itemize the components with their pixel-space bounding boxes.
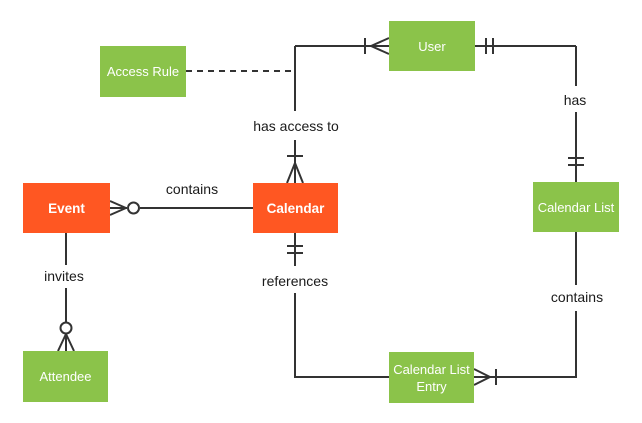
entry-right-crowfoot-icon xyxy=(473,368,491,386)
entity-label: Attendee xyxy=(39,369,92,384)
relationship-label-references-4: references xyxy=(261,273,329,289)
calendar-bottom-double-tick-icon xyxy=(287,245,303,254)
attendee-crowfoot-icon xyxy=(57,333,75,352)
entity-calendar-list-entry[interactable]: Calendar List Entry xyxy=(389,352,474,403)
entity-label: Calendar List xyxy=(537,199,615,215)
calendar-top-crowfoot-icon xyxy=(286,162,304,184)
relationship-label-has-2: has xyxy=(563,92,587,108)
event-crowfoot-icon xyxy=(109,200,127,216)
user-left-crowfoot-icon xyxy=(370,37,390,55)
entity-label: Event xyxy=(48,200,85,216)
entity-event[interactable]: Event xyxy=(23,183,110,233)
calendarlist-top-double-tick-icon xyxy=(568,157,584,166)
entity-calendar-list[interactable]: Calendar List xyxy=(533,182,619,232)
contains-line-lower xyxy=(474,311,577,378)
entity-access-rule[interactable]: Access Rule xyxy=(100,46,186,97)
entity-calendar[interactable]: Calendar xyxy=(253,183,338,233)
entity-user[interactable]: User xyxy=(389,21,475,71)
references-line-lower xyxy=(294,293,389,378)
relationship-label-has-access-to-1: has access to xyxy=(253,118,339,134)
entity-label: Access Rule xyxy=(106,64,180,79)
entity-label: Calendar List Entry xyxy=(393,361,470,394)
relationship-label-contains-3: contains xyxy=(550,289,604,305)
event-zero-circle-icon xyxy=(127,201,140,215)
user-right-double-tick-icon xyxy=(485,38,494,54)
entity-label: User xyxy=(418,38,446,54)
relationship-label-contains-0: contains xyxy=(165,181,219,197)
entity-label: Calendar xyxy=(266,200,325,216)
relationship-label-invites-5: invites xyxy=(44,268,84,284)
attendee-zero-circle-icon xyxy=(59,321,73,335)
entity-attendee[interactable]: Attendee xyxy=(23,351,108,402)
